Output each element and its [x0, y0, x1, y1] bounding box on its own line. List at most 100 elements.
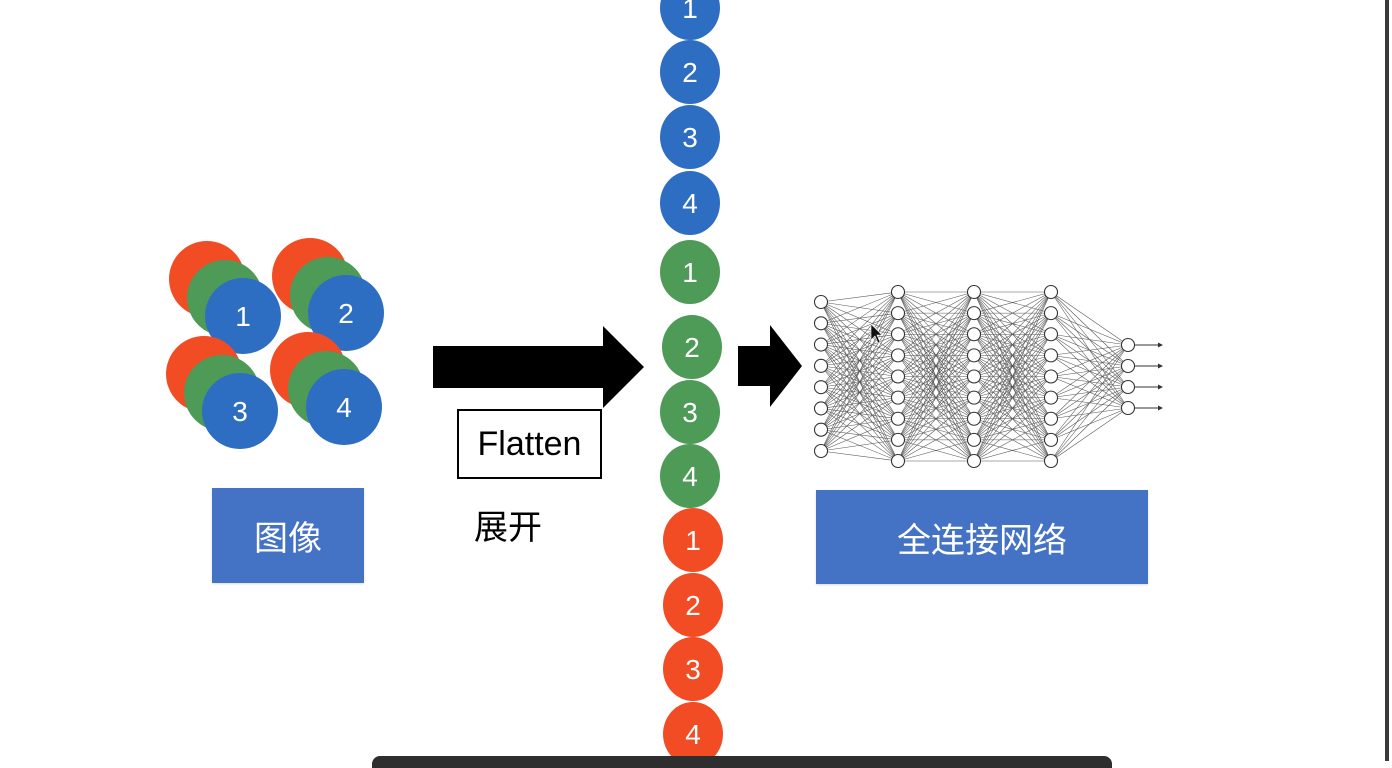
network-edge — [1050, 344, 1129, 441]
red-column-item: 1 — [663, 508, 723, 572]
blue-channel-disc — [306, 369, 382, 445]
network-neuron — [966, 348, 982, 363]
image-label: 图像 — [212, 488, 364, 583]
network-edge — [897, 439, 975, 462]
red-column-disc — [663, 637, 723, 701]
network-edge — [897, 291, 975, 398]
network-edge — [897, 418, 975, 462]
network-edge — [973, 291, 1052, 419]
blue-channel-disc — [205, 278, 281, 354]
blue-column-disc — [660, 0, 720, 40]
network-edge — [897, 376, 975, 462]
green-column-disc — [660, 444, 720, 508]
arrow-right-icon — [738, 325, 802, 407]
pixel-index: 4 — [336, 392, 352, 423]
column-index: 4 — [682, 461, 698, 492]
network-edge — [820, 376, 899, 452]
network-neuron — [1120, 358, 1136, 374]
network-edge — [820, 418, 899, 452]
network-edge — [897, 334, 975, 462]
green-column-disc — [660, 240, 720, 304]
window-edge — [1385, 0, 1389, 761]
network-neuron — [890, 327, 906, 342]
network-edge — [1050, 344, 1129, 377]
network-edge — [820, 439, 899, 452]
network-neuron — [1120, 379, 1136, 395]
network-neuron — [1120, 400, 1136, 416]
network-neuron — [966, 390, 982, 405]
network-neuron — [966, 284, 982, 300]
network-edge — [820, 450, 899, 462]
network-edge — [820, 291, 899, 345]
column-index: 2 — [685, 590, 701, 621]
network-neuron — [1043, 432, 1059, 447]
blue-column-disc — [660, 171, 720, 235]
network-edge — [897, 291, 975, 462]
network-neuron — [1043, 306, 1059, 321]
output-arrowhead — [1158, 342, 1163, 348]
network-edge — [820, 397, 899, 452]
output-arrowhead — [1158, 384, 1163, 390]
network-edge — [897, 291, 975, 441]
image-pixel-stack: 1 — [169, 241, 281, 354]
network-neuron — [1043, 369, 1059, 384]
blue-column-item: 2 — [660, 40, 720, 104]
network-neuron — [1043, 411, 1059, 426]
network-edge — [897, 291, 975, 377]
bottom-control-bar — [372, 756, 1112, 768]
green-column-item: 4 — [660, 444, 720, 508]
column-index: 3 — [682, 397, 698, 428]
network-neuron — [966, 306, 982, 321]
red-column-disc — [663, 508, 723, 572]
network-neuron — [1043, 348, 1059, 363]
green-column-item: 1 — [660, 240, 720, 304]
network-connections — [820, 291, 1129, 462]
network-neuron — [813, 401, 829, 416]
network-neuron — [966, 369, 982, 384]
red-column-item: 3 — [663, 637, 723, 701]
red-column-disc — [663, 573, 723, 637]
network-neuron — [1120, 337, 1136, 353]
cursor-icon — [870, 323, 883, 344]
network-edge — [973, 334, 1052, 462]
column-index: 3 — [682, 122, 698, 153]
blue-channel-disc — [308, 275, 384, 351]
network-edge — [820, 291, 899, 367]
network-neuron — [813, 380, 829, 395]
network-edge — [973, 376, 1052, 462]
network-edge — [820, 291, 899, 324]
network-edge — [973, 291, 1052, 356]
network-edge — [1050, 365, 1129, 462]
network-neuron — [966, 432, 982, 447]
column-index: 3 — [685, 654, 701, 685]
red-column-item: 4 — [663, 702, 723, 761]
network-edge — [973, 291, 1052, 377]
network-edge — [897, 397, 975, 462]
image-pixel-stack: 2 — [272, 238, 384, 351]
network-edge — [1050, 344, 1129, 356]
network-neuron — [890, 306, 906, 321]
network-neuron — [813, 337, 829, 352]
network-edge — [973, 312, 1052, 462]
blue-channel-disc — [202, 373, 278, 449]
pixel-index: 2 — [338, 298, 354, 329]
network-edge — [973, 418, 1052, 462]
network-edge — [820, 291, 899, 303]
network-edge — [973, 291, 1052, 335]
network-neuron — [813, 443, 829, 459]
network-edge — [897, 312, 975, 462]
arrow-right-icon — [433, 326, 644, 408]
network-edge — [1050, 344, 1129, 398]
network-edge — [897, 291, 975, 314]
network-edge — [820, 334, 899, 452]
network-edge — [973, 291, 1052, 441]
network-neuron — [890, 453, 906, 469]
pixel-index: 3 — [232, 396, 248, 427]
network-neuron — [966, 453, 982, 469]
pixel-index: 1 — [235, 301, 251, 332]
blue-column-item: 1 — [660, 0, 720, 40]
network-neuron — [890, 411, 906, 426]
network-edge — [897, 291, 975, 356]
